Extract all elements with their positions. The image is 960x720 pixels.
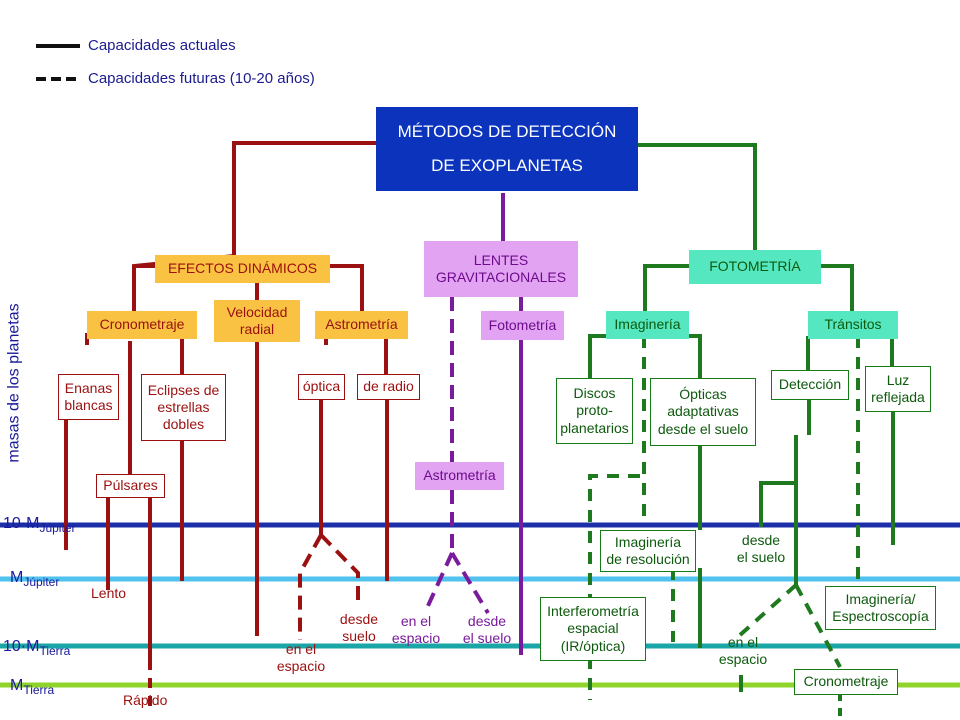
lensing-connectors (425, 193, 523, 655)
lensing-space-label: en el espacio (391, 613, 441, 646)
pulsars-box: Púlsares (96, 474, 165, 498)
transits-box: Tránsitos (808, 311, 898, 339)
ten-earth-mass-label: 10·MTierra (3, 638, 71, 659)
gravitational-lensing-box: LENTES GRAVITACIONALES (424, 241, 578, 297)
lensing-photometry-box: Fotometría (481, 311, 564, 340)
dynamic-effects-box: EFECTOS DINÁMICOS (155, 255, 330, 283)
y-axis-label: masas de los planetas (6, 303, 24, 463)
astrometry-space-label: en el espacio (276, 641, 326, 674)
earth-mass-label: MTierra (10, 677, 55, 698)
jupiter-mass-label: MJúpiter (10, 569, 60, 590)
photometry-timing-box: Cronometraje (794, 669, 898, 695)
white-dwarfs-box: Enanas blancas (58, 374, 119, 420)
optical-box: óptica (298, 374, 345, 400)
from-ground-label: desde el suelo (736, 532, 786, 565)
radial-velocity-box: Velocidad radial (214, 300, 300, 342)
fast-label: Rápido (123, 692, 168, 708)
legend-current-label: Capacidades actuales (88, 37, 236, 54)
lensing-astrometry-box: Astrometría (415, 462, 504, 490)
in-space-label: en el espacio (718, 634, 768, 667)
lensing-ground-label: desde el suelo (462, 613, 512, 646)
legend-future-label: Capacidades futuras (10-20 años) (88, 70, 315, 87)
photometry-box: FOTOMETRÍA (689, 250, 821, 284)
slow-label: Lento (91, 585, 127, 601)
reflected-light-box: Luz reflejada (865, 366, 931, 412)
space-interferometry-box: Interferometría espacial (IR/óptica) (540, 597, 646, 661)
timing-box: Cronometraje (87, 311, 197, 339)
protoplanetary-disks-box: Discos proto- planetarios (556, 378, 633, 444)
imaging-spectroscopy-box: Imaginería/ Espectroscopía (825, 586, 936, 630)
photometry-connectors (588, 143, 895, 720)
astrometry-ground-label: desde suelo (339, 611, 379, 644)
diagram-title: MÉTODOS DE DETECCIÓN DE EXOPLANETAS (376, 107, 638, 191)
imaging-box: Imaginería (606, 311, 689, 339)
astrometry-dynamic-box: Astrometría (315, 311, 408, 339)
detection-box: Detección (771, 370, 849, 400)
adaptive-optics-box: Ópticas adaptativas desde el suelo (650, 378, 756, 446)
resolved-imaging-box: Imaginería de resolución (600, 530, 696, 572)
eclipsing-binaries-box: Eclipses de estrellas dobles (141, 374, 226, 441)
radio-box: de radio (357, 374, 420, 400)
ten-jupiter-mass-label: 10·MJúpiter (3, 515, 76, 536)
